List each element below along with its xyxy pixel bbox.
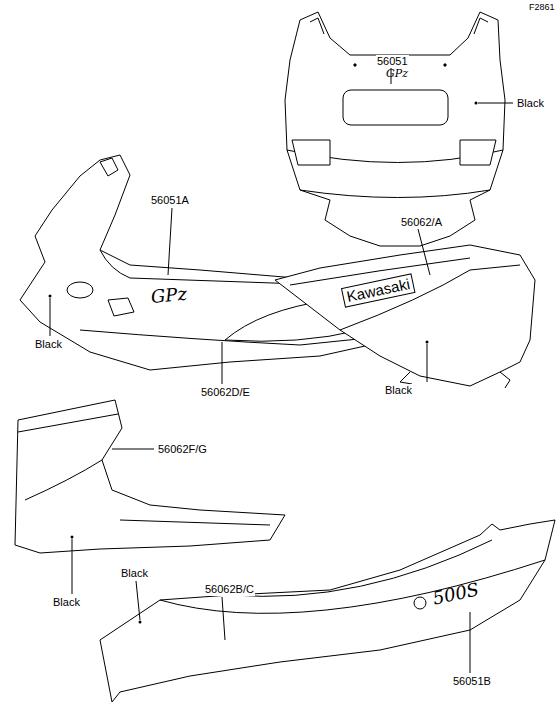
callout-number: 56062D/E (200, 386, 251, 399)
lower-cowl (15, 400, 285, 553)
tail-cowl (100, 520, 555, 702)
color-note: Black (52, 596, 81, 609)
logo-text: GPz (149, 283, 189, 308)
callout-number: 56051A (150, 194, 190, 207)
logo-text: GPz (385, 67, 409, 80)
color-note: Black (384, 384, 413, 397)
color-note: Black (516, 97, 545, 110)
fuel-tank (275, 245, 535, 386)
callout-number: 56062F/G (157, 443, 208, 456)
leader-lines (50, 68, 513, 673)
front-fairing (285, 12, 505, 246)
color-note: Black (120, 567, 149, 580)
side-fairing (20, 155, 370, 370)
color-note: Black (34, 338, 63, 351)
callout-number: 56051B (452, 675, 492, 688)
figure-code: F2861 (528, 2, 556, 13)
callout-number: 56062/A (400, 216, 443, 229)
callout-number: 56051 (376, 55, 409, 68)
callout-number: 56062B/C (204, 583, 255, 596)
